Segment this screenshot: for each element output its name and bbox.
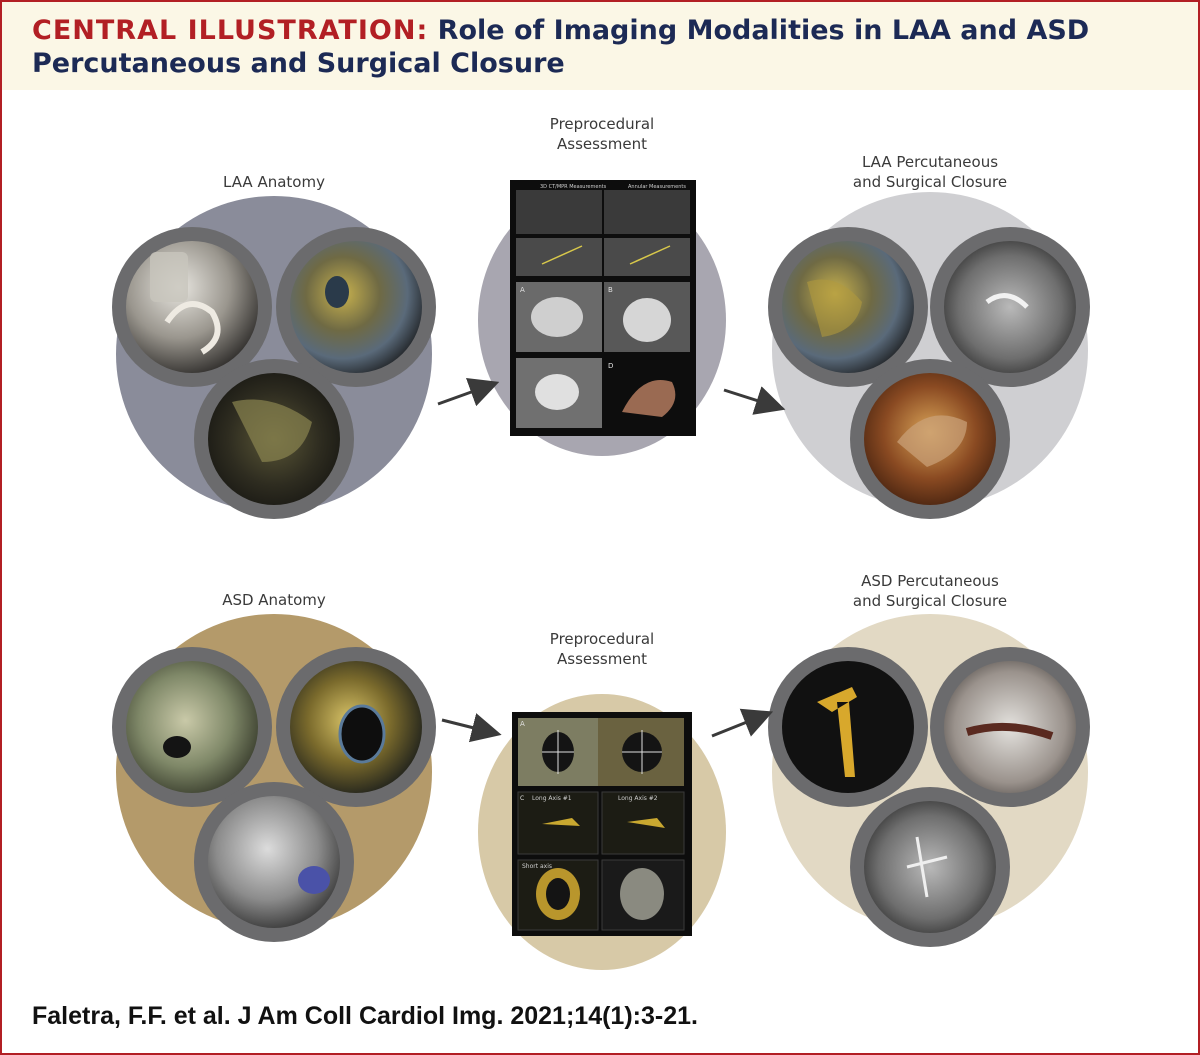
asd-closure-echo-image — [768, 647, 928, 807]
asd-anatomy-ct-image — [194, 782, 354, 942]
label-asd-closure-line2: and Surgical Closure — [852, 592, 1008, 610]
label-laa-closure-line1: LAA Percutaneous — [861, 153, 999, 171]
laa-preproc-label-d: D — [608, 362, 613, 370]
label-asd-preproc-line1: Preprocedural — [549, 630, 655, 648]
laa-preproc-sub-right: Annular Measurements — [628, 184, 686, 190]
header-band: CENTRAL ILLUSTRATION: Role of Imaging Mo… — [2, 2, 1198, 90]
title-prefix: CENTRAL ILLUSTRATION: — [32, 15, 429, 46]
laa-preproc-sub-left: 3D CT/MPR Measurements — [540, 184, 607, 190]
asd-closure-fluoro-image — [850, 787, 1010, 947]
laa-arrow-2 — [723, 386, 786, 415]
title-main: Role of Imaging Modalities in LAA and AS… — [32, 15, 1090, 79]
asd-preproc-panel — [512, 712, 692, 936]
asd-preproc-label-a: A — [520, 720, 525, 728]
laa-preproc-panel — [510, 180, 696, 436]
laa-anatomy-3d-echo-image — [276, 227, 436, 387]
label-laa-anatomy: LAA Anatomy — [144, 172, 404, 192]
label-asd-preproc-line2: Assessment — [557, 650, 647, 668]
asd-arrow-1 — [441, 713, 502, 743]
label-asd-anatomy-text: ASD Anatomy — [222, 591, 326, 609]
label-laa-preproc-line2: Assessment — [557, 135, 647, 153]
label-asd-closure-line1: ASD Percutaneous — [861, 572, 999, 590]
label-laa-anatomy-text: LAA Anatomy — [223, 173, 325, 191]
label-laa-preproc: Preprocedural Assessment — [472, 114, 732, 154]
label-laa-preproc-line1: Preprocedural — [549, 115, 655, 133]
label-laa-closure: LAA Percutaneous and Surgical Closure — [800, 152, 1060, 192]
label-asd-anatomy: ASD Anatomy — [144, 590, 404, 610]
laa-closure-fluoro-image — [930, 227, 1090, 387]
asd-closure-surgical-image — [930, 647, 1090, 807]
label-asd-preproc: Preprocedural Assessment — [472, 629, 732, 669]
laa-closure-echo-image — [768, 227, 928, 387]
asd-preproc-long-axis-1: Long Axis #1 — [532, 795, 572, 802]
asd-arrow-2 — [711, 708, 774, 738]
asd-preproc-short-axis: Short axis — [522, 863, 552, 870]
asd-anatomy-tissue-image — [112, 647, 272, 807]
laa-preproc-label-b: B — [608, 286, 613, 294]
page-title: CENTRAL ILLUSTRATION: Role of Imaging Mo… — [32, 14, 1172, 80]
citation: Faletra, F.F. et al. J Am Coll Cardiol I… — [32, 1002, 698, 1030]
laa-arrow-1 — [437, 377, 500, 407]
label-asd-closure: ASD Percutaneous and Surgical Closure — [800, 571, 1060, 611]
laa-anatomy-echo-image — [194, 359, 354, 519]
laa-preproc-label-a: A — [520, 286, 525, 294]
laa-anatomy-ct-image — [112, 227, 272, 387]
label-laa-closure-line2: and Surgical Closure — [852, 173, 1008, 191]
asd-anatomy-3d-echo-image — [276, 647, 436, 807]
asd-preproc-label-c: C — [520, 795, 524, 802]
asd-preproc-long-axis-2: Long Axis #2 — [618, 795, 658, 802]
laa-closure-surgical-image — [850, 359, 1010, 519]
